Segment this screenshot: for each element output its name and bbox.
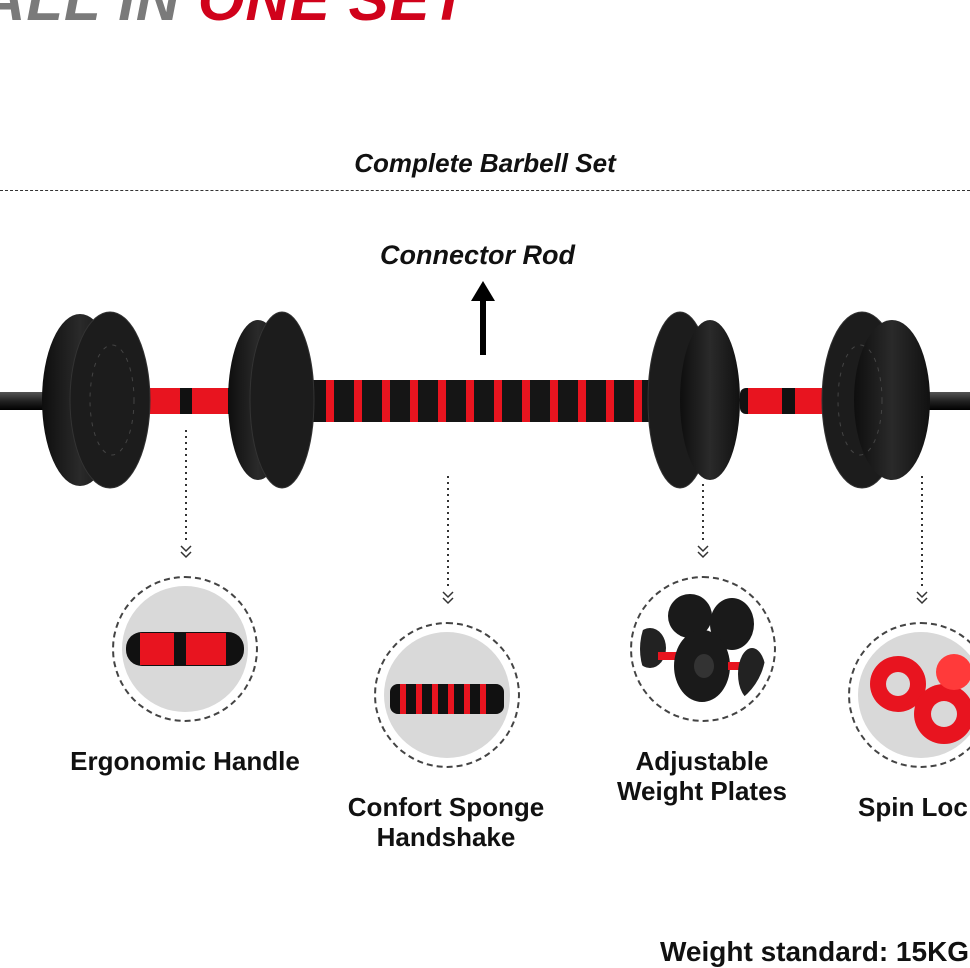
connector-rod <box>300 380 666 422</box>
plates-thumbnail-icon <box>640 594 766 702</box>
feature-label-handle: Ergonomic Handle <box>70 746 300 776</box>
banner-title-part2: ONE SET <box>198 0 468 33</box>
feature-circle-plates <box>630 576 776 722</box>
plate-far-right <box>821 311 930 489</box>
barbell-illustration <box>0 311 970 489</box>
plate-far-left <box>42 311 151 489</box>
sponge-thumbnail-icon <box>390 684 504 714</box>
banner-title-part1: ALL IN <box>0 0 198 33</box>
feature-circle-spinlock <box>848 622 970 768</box>
plate-inner-right <box>647 311 740 489</box>
up-arrow-icon <box>471 281 495 355</box>
pointer-plates <box>697 484 709 559</box>
spinlock-thumbnail-icon <box>870 654 970 744</box>
dashed-divider <box>0 190 970 191</box>
feature-circle-sponge <box>374 622 520 768</box>
feature-label-spinlock: Spin Loc <box>858 792 968 822</box>
banner-title: ALL IN ONE SET <box>0 0 468 30</box>
pointer-handle <box>180 430 192 559</box>
weight-standard-text: Weight standard: 15KG <box>660 936 970 967</box>
foam-stripes <box>326 380 642 422</box>
plate-inner-left <box>228 311 315 489</box>
feature-circle-handle <box>112 576 258 722</box>
handle-thumbnail-icon <box>126 632 244 666</box>
section-subtitle: Complete Barbell Set <box>354 148 616 178</box>
feature-label-plates: Adjustable Weight Plates <box>616 746 787 806</box>
pointer-spinlock <box>916 476 928 605</box>
connector-rod-label: Connector Rod <box>380 240 575 270</box>
pointer-sponge <box>442 476 454 605</box>
feature-label-sponge: Confort Sponge Handshake <box>347 792 545 852</box>
